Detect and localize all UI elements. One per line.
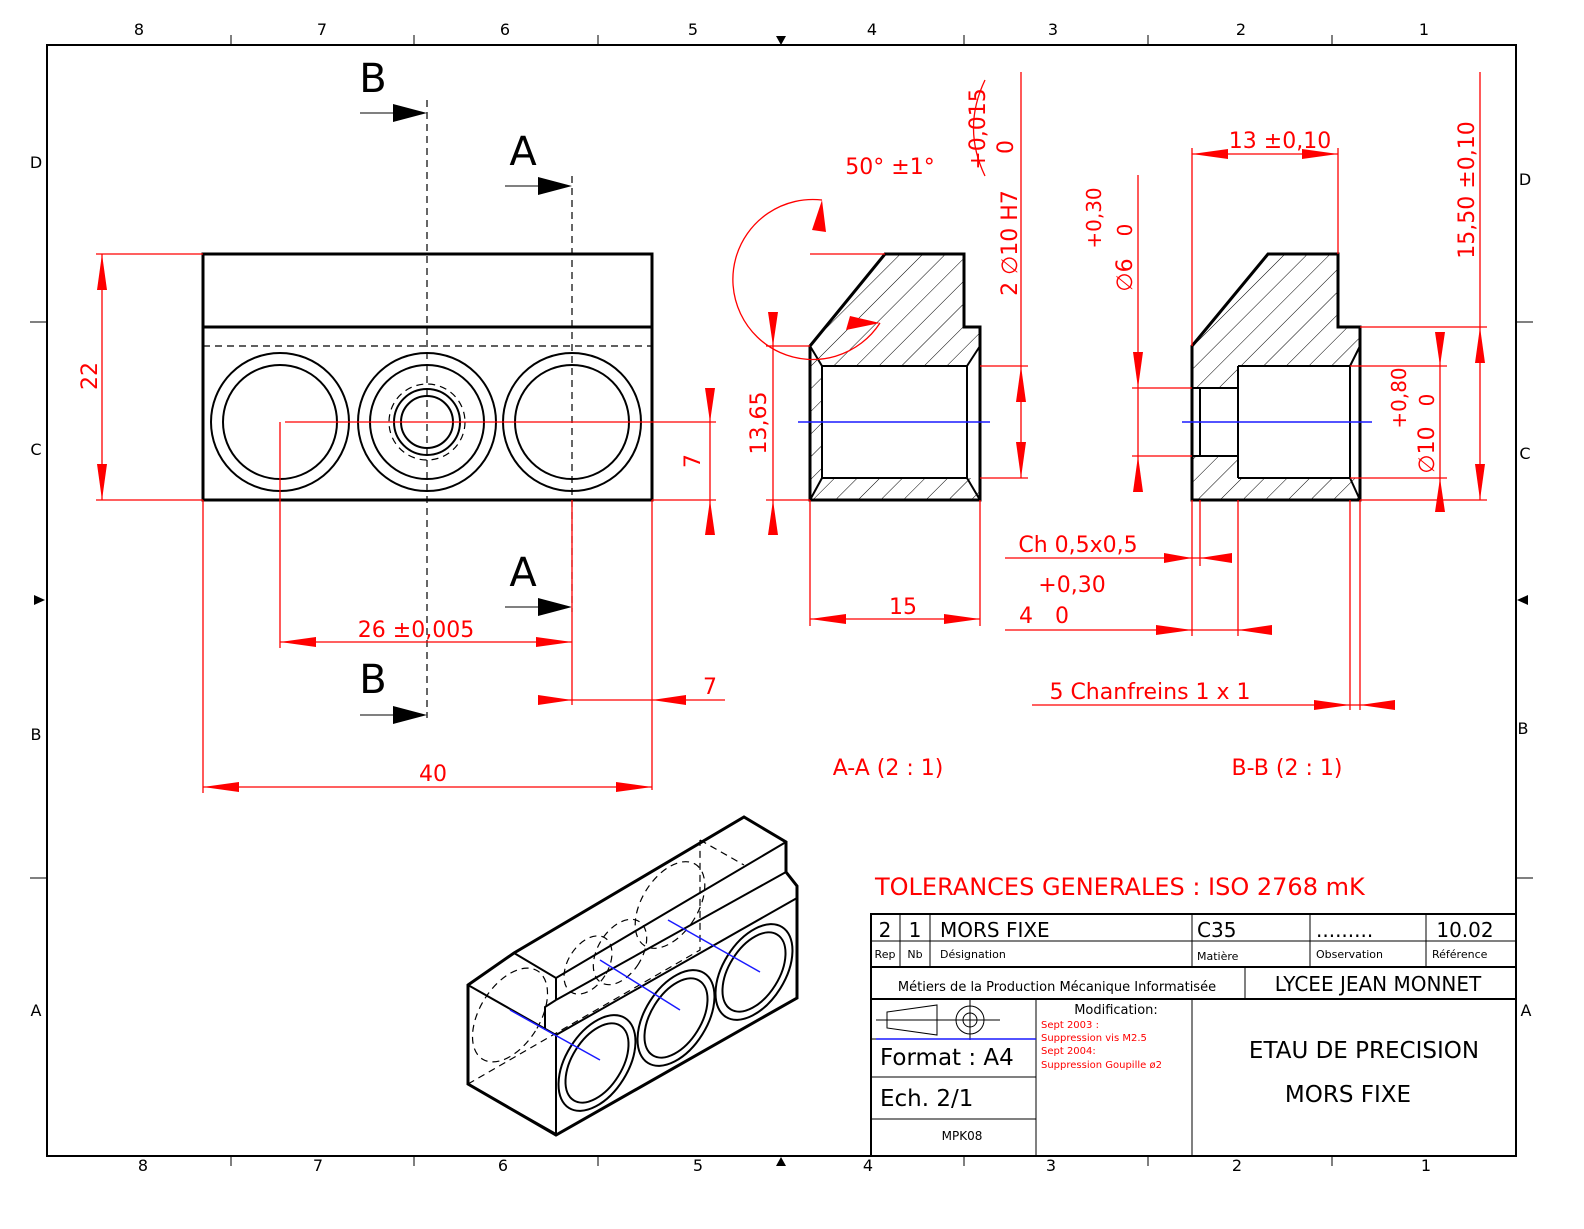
- zone-row-label: A: [1521, 1001, 1532, 1020]
- zone-col-label: 2: [1232, 1156, 1242, 1175]
- modification-title: Modification:: [1074, 1003, 1158, 1018]
- dim-depth-tol-lower: 0: [1055, 604, 1069, 629]
- dim-right-offset-label: 7: [703, 675, 717, 700]
- section-letter: A: [509, 550, 537, 596]
- front-dimensions: 22 7 26 ±0,005 7 40: [78, 253, 725, 793]
- observation-value: .........: [1316, 918, 1373, 942]
- zone-col-label: 3: [1048, 20, 1058, 39]
- material-header: Matière: [1197, 950, 1239, 963]
- nb-header: Nb: [907, 948, 922, 961]
- zone-col-label: 6: [498, 1156, 508, 1175]
- modification-line: Suppression vis M2.5: [1041, 1033, 1147, 1044]
- drawing-title-line2: MORS FIXE: [1285, 1082, 1411, 1108]
- dim-small-bore-tol-lower: 0: [1113, 224, 1137, 237]
- dim-total-length-label: 40: [419, 762, 447, 787]
- dim-bore-label: 2 ∅10 H7: [998, 190, 1023, 296]
- dim-height-label: 22: [78, 362, 103, 390]
- dim-bb-bore-tol-lower: 0: [1415, 394, 1439, 407]
- dim-depth-tol-upper: +0,30: [1038, 573, 1105, 598]
- modification-line: Sept 2003 :: [1041, 1020, 1099, 1031]
- section-bb-outline: [1190, 252, 1362, 502]
- zone-col-label: 1: [1421, 1156, 1431, 1175]
- zone-col-label: 5: [693, 1156, 703, 1175]
- zone-row-label: B: [1518, 719, 1529, 738]
- isometric-view: [466, 815, 799, 1137]
- zone-col-label: 3: [1046, 1156, 1056, 1175]
- observation-header: Observation: [1316, 948, 1383, 961]
- zone-row-label: D: [30, 153, 42, 172]
- material-value: C35: [1197, 918, 1236, 942]
- title-block: 2 1 MORS FIXE C35 ......... 10.02 LYCEE …: [870, 913, 1517, 1157]
- zone-row-label: C: [30, 440, 41, 459]
- zone-col-label: 7: [313, 1156, 323, 1175]
- modification-line: Sept 2004:: [1041, 1046, 1096, 1057]
- scale-label: Ech. 2/1: [880, 1086, 973, 1112]
- zone-col-label: 5: [688, 20, 698, 39]
- section-letter: B: [359, 657, 386, 703]
- dim-center-offset-label: 7: [681, 454, 706, 468]
- section-letter: A: [509, 129, 537, 175]
- zone-ticks: [30, 35, 1533, 1166]
- format-label: Format : A4: [880, 1045, 1014, 1071]
- dim-aa-width-label: 15: [889, 595, 917, 620]
- zone-col-label: 6: [500, 20, 510, 39]
- school-program: Métiers de la Production Mécanique Infor…: [898, 980, 1216, 995]
- zone-row-label: B: [31, 725, 42, 744]
- dim-bb-bore-tol-upper: +0,80: [1387, 367, 1411, 428]
- zone-col-label: 7: [317, 20, 327, 39]
- dim-angle-label: 50° ±1°: [845, 155, 934, 180]
- nb-value: 1: [909, 918, 922, 942]
- dim-hole-spacing-label: 26 ±0,005: [358, 618, 474, 643]
- drawing-frame: [46, 44, 1517, 1157]
- section-arrow: [393, 104, 427, 122]
- dim-bb-top-width-label: 13 ±0,10: [1229, 129, 1331, 154]
- dim-bb-height-label: 15,50 ±0,10: [1455, 121, 1480, 258]
- section-aa-view: 13,65 15 50° ±1° 2 ∅10 H7 +0,015 0: [732, 72, 1028, 626]
- section-arrow: [538, 177, 572, 195]
- zone-col-label: 8: [138, 1156, 148, 1175]
- zone-col-label: 8: [134, 20, 144, 39]
- modification-line: Suppression Goupille ø2: [1041, 1060, 1162, 1071]
- reference-header: Référence: [1432, 948, 1488, 961]
- section-letter: B: [359, 56, 386, 102]
- dim-aa-height-label: 13,65: [747, 392, 772, 455]
- dim-bore-tol-upper: +0,015: [966, 88, 991, 169]
- dim-chamfers-label: 5 Chanfreins 1 x 1: [1049, 680, 1250, 705]
- section-aa-outline: [808, 252, 982, 502]
- section-arrow: [393, 706, 427, 724]
- dim-bb-bore-label: ∅10: [1415, 426, 1440, 473]
- angle-arc: [732, 198, 881, 361]
- dim-bore-tol-lower: 0: [994, 140, 1019, 154]
- dim-chamfer-small-label: Ch 0,5x0,5: [1018, 533, 1137, 558]
- reference-value: 10.02: [1436, 918, 1493, 942]
- designation-header: Désignation: [940, 948, 1006, 961]
- drawing-code: MPK08: [942, 1129, 983, 1143]
- zone-col-label: 2: [1236, 20, 1246, 39]
- view-label-aa: A-A (2 : 1): [833, 756, 944, 781]
- zone-row-label: A: [31, 1001, 42, 1020]
- zone-row-label: C: [1519, 444, 1530, 463]
- dim-depth-label: 4: [1019, 604, 1033, 629]
- dim-small-bore-label: ∅6: [1113, 258, 1138, 291]
- projection-symbol-icon: [876, 1000, 1036, 1040]
- rep-header: Rep: [875, 948, 896, 961]
- drawing-title-line1: ETAU DE PRECISION: [1249, 1038, 1479, 1064]
- centering-marks: [34, 36, 1528, 1166]
- front-view: B A A B 22 7 26 ±0,005: [78, 56, 725, 793]
- zone-row-label: D: [1519, 170, 1531, 189]
- general-tolerances: TOLERANCES GENERALES : ISO 2768 mK: [874, 873, 1366, 901]
- zone-labels: 8 7 6 5 4 3 2 1 8 7 6 5 4 3 2 1 D C B A …: [30, 20, 1532, 1175]
- school-name: LYCEE JEAN MONNET: [1275, 972, 1482, 996]
- zone-col-label: 4: [867, 20, 877, 39]
- zone-col-label: 4: [863, 1156, 873, 1175]
- rep-value: 2: [879, 918, 892, 942]
- section-arrow: [538, 598, 572, 616]
- zone-col-label: 1: [1419, 20, 1429, 39]
- section-bb-view: 13 ±0,10 15,50 ±0,10 ∅10 +0,80 0 ∅6 +0,3…: [1005, 72, 1487, 710]
- view-label-bb: B-B (2 : 1): [1232, 756, 1343, 781]
- dim-small-bore-tol-upper: +0,30: [1082, 187, 1106, 248]
- designation-value: MORS FIXE: [940, 918, 1050, 942]
